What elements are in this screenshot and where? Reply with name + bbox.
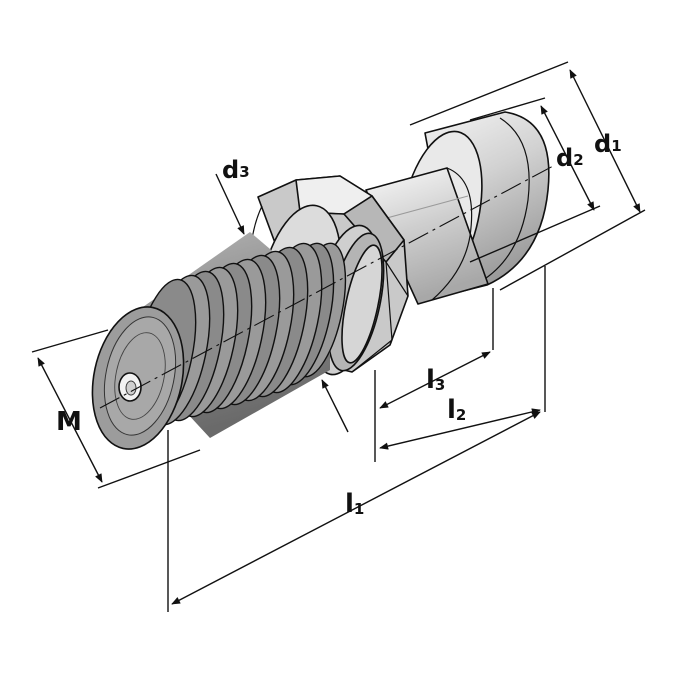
M-dimension <box>37 357 103 483</box>
thread-end-face <box>91 306 185 450</box>
label-l3: l3 <box>426 365 445 395</box>
label-d2: d2 <box>556 144 584 172</box>
label-l2: l2 <box>447 395 466 425</box>
label-M: M <box>56 407 82 437</box>
d1-dimension <box>569 69 641 213</box>
label-d3: d3 <box>222 156 250 184</box>
d3-leader-bottom <box>321 379 349 433</box>
l3-dimension <box>379 351 491 409</box>
label-d1: d1 <box>594 130 622 158</box>
pull-stud-body <box>91 111 556 450</box>
label-l1: l1 <box>345 489 364 519</box>
center-axis <box>99 164 556 409</box>
dimension-labels: d1 d2 d3 M l3 l2 l1 <box>56 130 622 519</box>
thread <box>91 232 347 450</box>
d2-dimension <box>540 105 595 211</box>
l1-dimension <box>171 411 541 605</box>
d3-leader-top <box>215 173 245 235</box>
dimension-lines <box>31 61 646 612</box>
